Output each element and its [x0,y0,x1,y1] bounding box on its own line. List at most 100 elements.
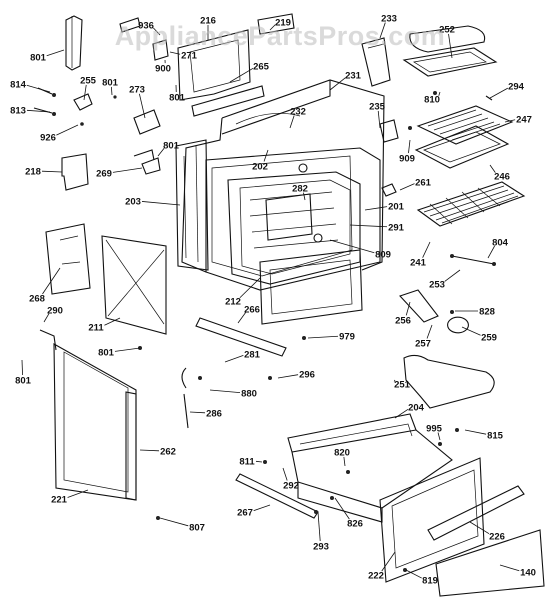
callout-801: 801 [15,376,32,387]
callout-253: 253 [429,280,445,291]
leader-line-233 [379,22,386,39]
callout-211: 211 [88,323,104,334]
parts-artwork [33,13,545,597]
leader-line-880 [209,389,241,394]
leader-line-203 [141,201,181,206]
callout-294: 294 [508,82,525,93]
leader-line-814 [26,84,51,93]
leader-line-232 [289,115,295,129]
leader-line-293 [317,511,321,542]
leader-line-266 [237,312,246,324]
callout-222: 222 [368,571,384,582]
callout-819: 819 [422,576,438,587]
callout-265: 265 [253,62,270,73]
leader-line-202 [263,149,269,162]
callout-212: 212 [225,297,241,308]
callout-267: 267 [237,508,253,519]
callout-813: 813 [10,106,26,117]
callout-241: 241 [410,258,427,269]
callout-255: 255 [80,76,97,87]
callout-880: 880 [241,389,257,400]
leader-line-261 [399,183,415,191]
leader-line-201 [364,206,388,211]
leader-line-291 [349,224,388,228]
leader-line-819 [405,569,422,579]
leader-line-801 [114,347,141,352]
leader-line-282 [303,192,306,201]
callout-909: 909 [399,154,415,165]
callout-201: 201 [388,202,405,213]
leader-lines [21,22,520,579]
callout-202: 202 [252,162,268,173]
leader-line-265 [229,67,254,83]
leader-line-810 [438,91,441,96]
callout-233: 233 [381,14,397,25]
callout-204: 204 [408,403,425,414]
callout-826: 826 [347,519,363,530]
callout-900: 900 [155,64,171,75]
leader-line-255 [83,84,87,101]
callout-261: 261 [415,178,432,189]
leader-line-269 [112,167,143,173]
leader-line-281 [224,355,244,363]
leader-line-294 [489,87,509,99]
leader-line-241 [422,241,431,258]
leader-line-247 [504,119,516,123]
leader-line-204 [394,408,409,419]
leader-line-211 [104,317,121,326]
callout-268: 268 [29,294,45,305]
leader-line-257 [426,324,433,339]
leader-line-286 [189,411,206,414]
callout-281: 281 [244,350,261,361]
leader-line-253 [444,269,461,282]
leader-line-936 [153,27,161,36]
callout-262: 262 [160,447,176,458]
callout-269: 269 [96,169,112,180]
leader-line-801 [110,86,113,96]
leader-line-979 [307,335,339,339]
callout-219: 219 [275,18,291,29]
leader-line-256 [405,301,411,316]
callout-811: 811 [239,457,255,468]
leader-line-251 [393,379,396,382]
callout-218: 218 [25,167,41,178]
leader-line-271 [169,51,181,55]
leader-line-259 [461,326,481,336]
leader-line-268 [42,267,61,295]
callout-291: 291 [388,223,405,234]
callout-235: 235 [369,102,386,113]
leader-line-267 [253,504,271,512]
callout-293: 293 [313,542,329,553]
callout-828: 828 [479,307,495,318]
leader-line-221 [67,489,89,498]
leader-line-995 [437,432,441,441]
callout-290: 290 [47,306,63,317]
callout-995: 995 [426,424,443,435]
callout-801: 801 [30,53,47,64]
callout-232: 232 [290,107,306,118]
callout-226: 226 [489,532,505,543]
callout-815: 815 [487,431,504,442]
leader-line-826 [334,497,350,520]
callout-801: 801 [169,93,186,104]
callout-286: 286 [206,409,222,420]
leader-line-809 [329,239,375,254]
callout-140: 140 [520,568,536,579]
callout-257: 257 [415,339,431,350]
callout-801: 801 [98,348,115,359]
leader-line-909 [408,139,411,154]
leader-line-813 [26,109,51,113]
callout-282: 282 [292,184,308,195]
callout-801: 801 [102,78,119,89]
callout-246: 246 [494,172,510,183]
leader-line-815 [464,429,487,435]
leader-line-820 [343,456,346,467]
callout-807: 807 [189,523,205,534]
leader-line-801 [46,49,65,57]
leader-line-801 [21,359,23,376]
leader-line-252 [448,33,453,59]
callout-271: 271 [181,51,198,62]
leader-line-296 [277,374,299,379]
